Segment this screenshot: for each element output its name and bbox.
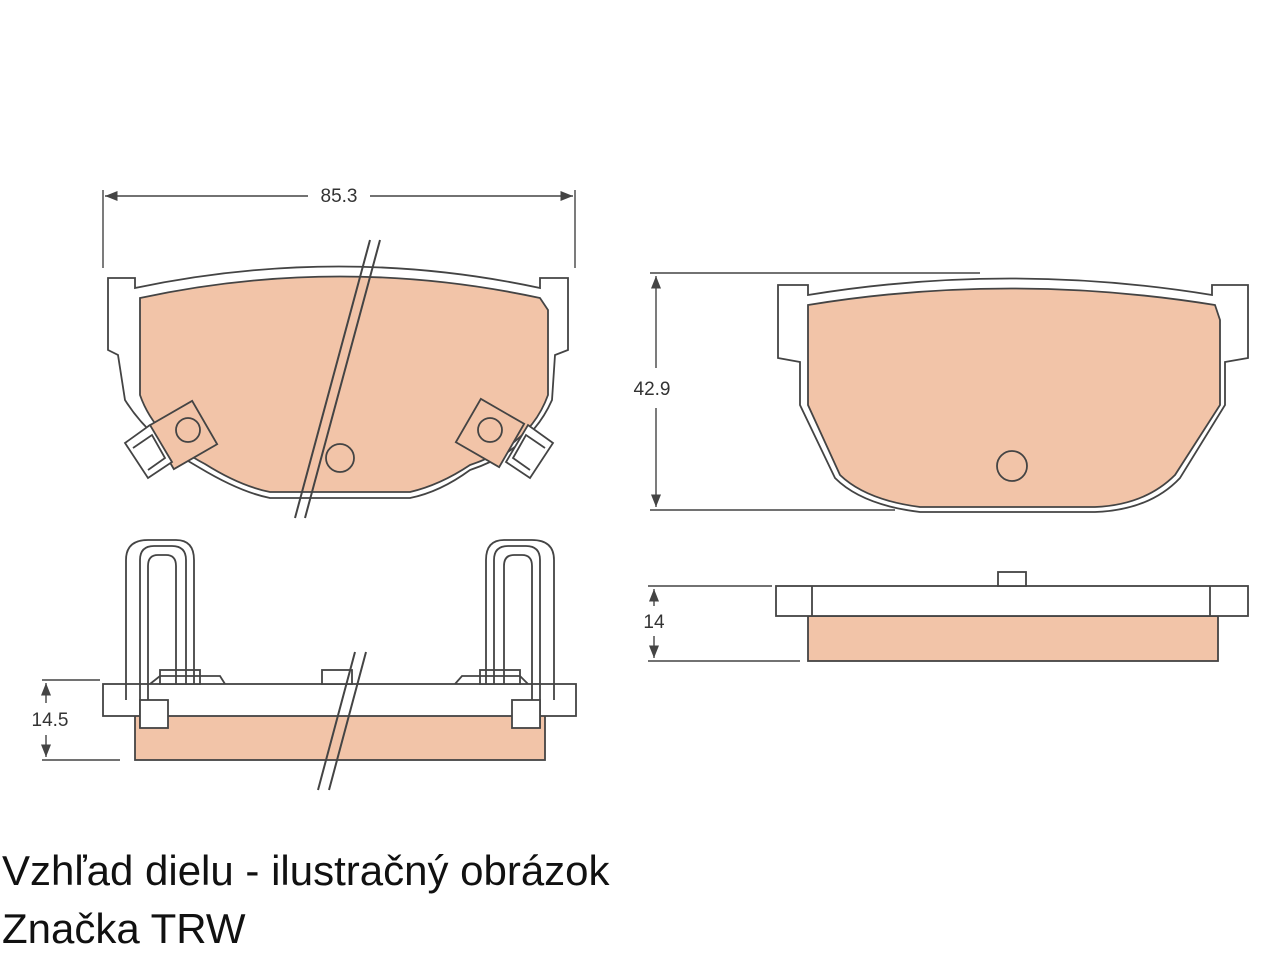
caption-brand: Značka TRW bbox=[2, 905, 246, 952]
dimension-thickness-left-label: 14.5 bbox=[32, 710, 69, 731]
pad-front-view-left bbox=[107, 239, 569, 519]
dimension-thickness-left bbox=[40, 679, 120, 761]
dimension-height-label: 42.9 bbox=[634, 379, 671, 400]
pad-front-view-right bbox=[777, 277, 1249, 513]
dimension-thickness-right bbox=[648, 585, 800, 662]
pad-side-view-left bbox=[102, 539, 577, 791]
dimension-width bbox=[102, 190, 576, 268]
dimension-height bbox=[650, 272, 980, 511]
dimension-width-label: 85.3 bbox=[321, 186, 358, 207]
pad-side-view-right bbox=[775, 571, 1249, 662]
caption-illustration-note: Vzhľad dielu - ilustračný obrázok bbox=[2, 847, 610, 894]
dimension-thickness-right-label: 14 bbox=[643, 612, 665, 633]
